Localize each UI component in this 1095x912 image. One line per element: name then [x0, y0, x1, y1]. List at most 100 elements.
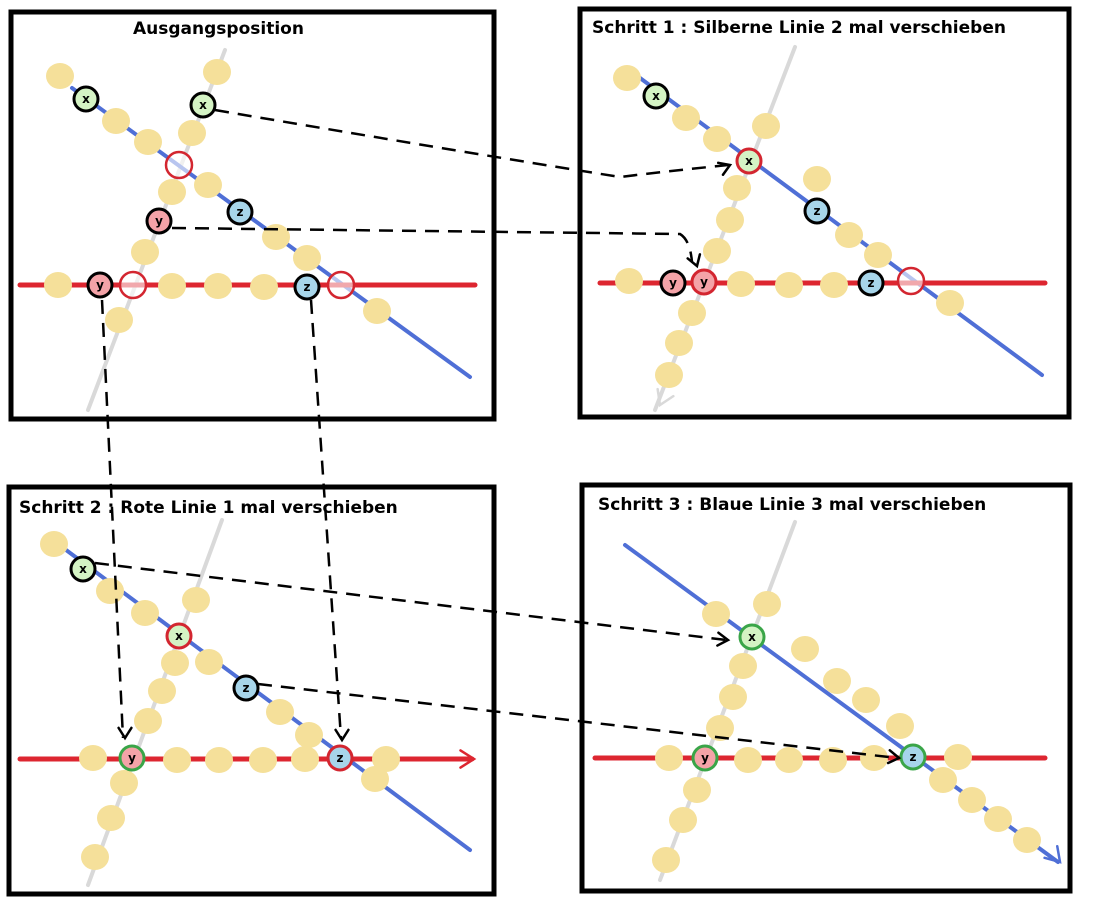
bead — [652, 847, 680, 873]
marker-z — [899, 743, 927, 771]
bead — [719, 684, 747, 710]
bead — [864, 242, 892, 268]
bead — [134, 129, 162, 155]
bead — [703, 238, 731, 264]
bead — [727, 271, 755, 297]
arrow-y-start-to-step1 — [171, 226, 694, 263]
silver-arrowhead — [656, 387, 675, 408]
marker-x-label: x — [748, 630, 756, 644]
bead — [655, 745, 683, 771]
bead — [79, 745, 107, 771]
bead — [266, 699, 294, 725]
bead — [204, 273, 232, 299]
bead — [158, 273, 186, 299]
marker-x-label: x — [175, 629, 183, 643]
bead — [672, 105, 700, 131]
bead — [134, 708, 162, 734]
arrow-y-start-to-step1-head — [686, 253, 702, 269]
marker-x — [189, 91, 217, 119]
marker-y-label: y — [155, 214, 163, 228]
bead — [194, 172, 222, 198]
bead — [102, 108, 130, 134]
bead — [613, 65, 641, 91]
arrow-x-step2-to-step3-head — [716, 631, 731, 647]
marker-y-label: y — [128, 751, 136, 765]
marker-y — [145, 207, 173, 235]
marker-z — [803, 197, 831, 225]
bead — [734, 747, 762, 773]
bead — [295, 722, 323, 748]
bead — [203, 59, 231, 85]
arrow-x-start-to-step1-head — [716, 161, 733, 176]
bead — [702, 601, 730, 627]
bead — [363, 298, 391, 324]
bead — [820, 272, 848, 298]
bead — [958, 787, 986, 813]
panel-frame-step2 — [6, 484, 497, 897]
bead — [729, 653, 757, 679]
bead — [97, 805, 125, 831]
panel-title-start: Ausgangsposition — [133, 19, 304, 39]
empty-ring-marker — [326, 270, 356, 300]
bead — [655, 362, 683, 388]
bead — [81, 844, 109, 870]
marker-x — [735, 147, 763, 175]
marker-z-label: z — [237, 205, 244, 219]
bead — [791, 636, 819, 662]
bead — [148, 678, 176, 704]
marker-x — [165, 622, 193, 650]
bead — [944, 744, 972, 770]
bead — [929, 767, 957, 793]
bead — [40, 531, 68, 557]
marker-z-label: z — [304, 280, 311, 294]
marker-y — [659, 269, 687, 297]
bead — [706, 715, 734, 741]
empty-ring-marker — [164, 150, 194, 180]
panel-title-step1: Schritt 1 : Silberne Linie 2 mal verschi… — [592, 18, 1006, 38]
bead — [886, 713, 914, 739]
marker-x-label: x — [79, 562, 87, 576]
arrow-x-start-to-step1 — [214, 108, 729, 179]
marker-x — [72, 85, 100, 113]
arrow-y-start-to-step2-head — [117, 726, 133, 741]
bead — [291, 746, 319, 772]
bead — [665, 330, 693, 356]
marker-y — [690, 268, 718, 296]
marker-z-label: z — [243, 681, 250, 695]
marker-x-label: x — [199, 98, 207, 112]
bead — [803, 166, 831, 192]
bead — [775, 272, 803, 298]
bead — [110, 770, 138, 796]
marker-z-label: z — [868, 276, 875, 290]
empty-ring-marker — [118, 270, 148, 300]
marker-y — [118, 744, 146, 772]
red-arrowhead — [459, 749, 477, 769]
marker-z — [857, 269, 885, 297]
blue-arrowhead — [1043, 844, 1062, 864]
bead — [182, 587, 210, 613]
marker-y-label: y — [700, 275, 708, 289]
panel-frame-step1 — [577, 6, 1072, 420]
marker-x-label: x — [82, 92, 90, 106]
bead — [293, 245, 321, 271]
marker-z-label: z — [337, 751, 344, 765]
bead — [615, 268, 643, 294]
bead — [1013, 827, 1041, 853]
bead — [775, 747, 803, 773]
marker-z — [293, 273, 321, 301]
marker-y-label: y — [96, 278, 104, 292]
panel-title-step2: Schritt 2 : Rote Linie 1 mal verschieben — [19, 498, 398, 518]
marker-z — [226, 198, 254, 226]
bead — [984, 806, 1012, 832]
marker-x-label: x — [745, 154, 753, 168]
bead — [361, 766, 389, 792]
bead — [703, 126, 731, 152]
arrow-z-start-to-step2 — [309, 299, 343, 739]
blue-line — [56, 542, 472, 852]
bead — [131, 600, 159, 626]
blue-line — [623, 543, 1060, 864]
arrow-z-step2-to-step3 — [257, 682, 898, 760]
bead — [250, 274, 278, 300]
bead — [46, 63, 74, 89]
